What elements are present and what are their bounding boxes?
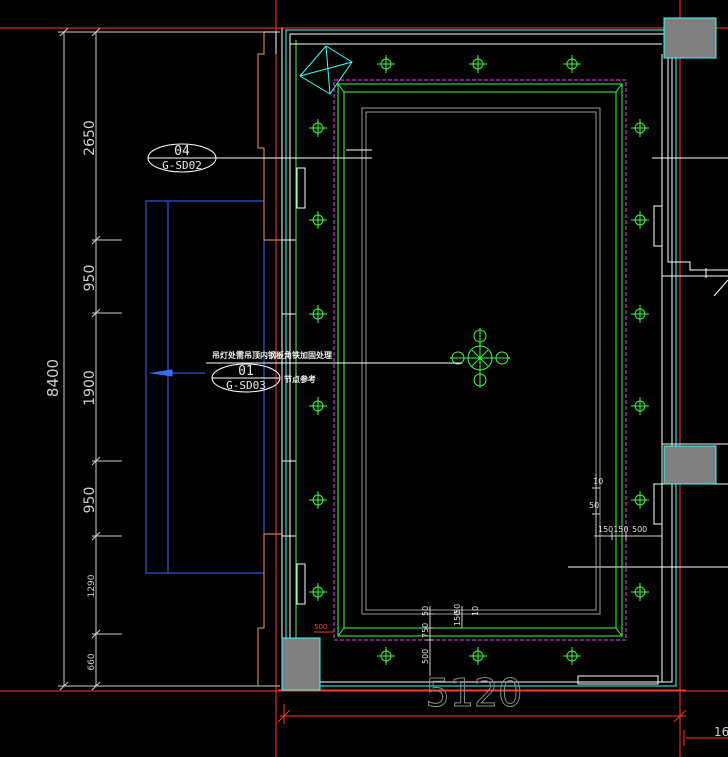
dim-left-seg-6: 660 [87,653,97,670]
inner-dims-bottom [314,606,463,676]
downlight-icon [631,491,649,509]
dim-bottom-150: 150 [453,611,462,626]
note-sub: 节点参考 [284,374,316,384]
downlight-icon [563,647,581,665]
callout-04-sheet: G-SD02 [162,159,202,172]
inner-dims-right [592,474,662,540]
downlights [309,55,649,665]
callout-01[interactable]: 01 G-SD03 [211,363,281,393]
chandelier-icon [450,328,510,388]
blue-outline [145,200,265,574]
dim-bottom-right-partial: 16 [714,725,728,739]
dim-bottom-500-red: 500 [314,623,327,631]
downlight-icon [309,119,327,137]
downlight-icon [309,397,327,415]
dim-bottom-10: 10 [471,606,480,616]
columns [281,17,717,691]
downlight-icon [309,491,327,509]
dim-bottom-50b: 50 [453,604,462,614]
left-dimension-chain [58,27,280,691]
dim-bottom-total: 5120 [426,671,523,715]
downlight-icon [631,583,649,601]
downlight-icon [469,647,487,665]
downlight-icon [563,55,581,73]
dim-left-seg-3: 1900 [82,370,98,406]
dim-bottom-50a: 50 [421,606,430,616]
downlight-icon [309,583,327,601]
downlight-icon [631,397,649,415]
callout-01-sheet: G-SD03 [226,379,266,392]
downlight-icon [631,305,649,323]
downlight-icon [377,647,395,665]
dim-left-seg-1: 2650 [82,120,98,156]
column-top-right [663,17,717,59]
callout-01-number: 01 [238,364,254,379]
downlight-icon [377,55,395,73]
downlight-icon [309,305,327,323]
callout-04[interactable]: 04 G-SD02 [147,143,217,173]
dim-inner-500: 500 [632,525,647,534]
right-wall [568,58,728,568]
leader-lines [206,149,462,364]
dim-left-seg-4: 950 [82,487,98,514]
column-bottom-left [281,637,321,691]
bottom-dimension [277,704,728,746]
downlight-icon [631,119,649,137]
downlight-icon [469,55,487,73]
room-outline [285,29,677,687]
dim-left-seg-2: 950 [82,265,98,292]
dim-left-seg-5: 1290 [87,574,97,597]
dim-left-total: 8400 [44,359,62,397]
downlight-icon [631,211,649,229]
downlight-icon [309,211,327,229]
note-main: 吊灯处需吊顶内钢板角铁加固处理 [212,350,332,360]
ceiling-frames [333,79,627,641]
dim-bottom-500: 500 [421,649,430,664]
diffuser-icon [299,45,353,95]
dim-bottom-750: 750 [421,623,430,638]
callout-04-number: 04 [174,144,190,159]
dim-inner-150150: 150150 [598,525,629,534]
dim-inner-50: 50 [589,501,599,510]
dim-inner-10: 10 [593,477,603,486]
column-right-mid [663,445,717,485]
